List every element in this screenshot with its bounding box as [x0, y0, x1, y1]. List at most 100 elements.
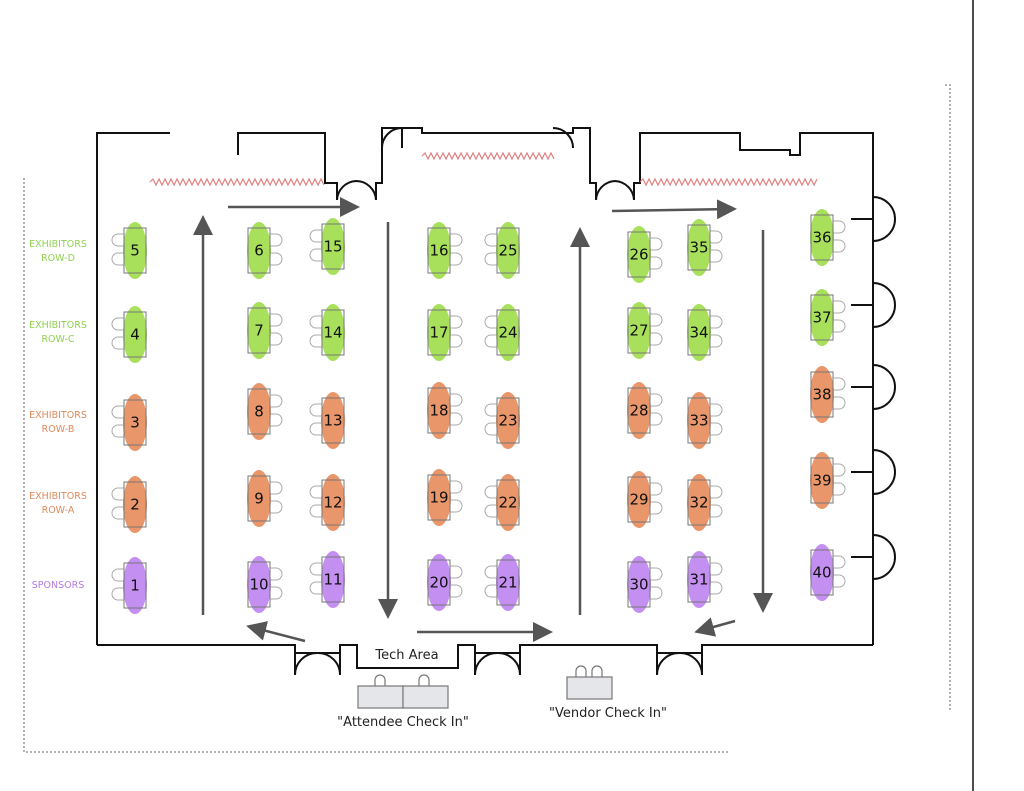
booth-table	[247, 388, 271, 435]
booth-24[interactable]: 24	[484, 304, 520, 361]
chair-icon	[309, 504, 322, 518]
booth-15[interactable]: 15	[309, 218, 345, 275]
booth-6[interactable]: 6	[247, 222, 283, 279]
booth-8[interactable]: 8	[247, 383, 283, 440]
booth-number: 14	[323, 324, 342, 342]
booth-highlight	[321, 392, 345, 449]
booth-34[interactable]: 34	[687, 304, 723, 361]
booth-highlight	[427, 469, 451, 526]
chair-icon	[450, 565, 463, 579]
chair-icon	[450, 334, 463, 348]
booth-40[interactable]: 40	[810, 544, 846, 601]
booth-13[interactable]: 13	[309, 392, 345, 449]
chair-icon	[111, 424, 124, 438]
door-icon	[872, 196, 896, 242]
chair-icon	[450, 584, 463, 598]
booth-5[interactable]: 5	[111, 222, 147, 279]
chair-icon	[650, 256, 663, 270]
booth-20[interactable]: 20	[427, 554, 463, 611]
chair-icon	[710, 562, 723, 576]
booth-25[interactable]: 25	[484, 222, 520, 279]
booth-highlight	[496, 304, 520, 361]
booth-22[interactable]: 22	[484, 474, 520, 531]
booth-table	[810, 294, 834, 341]
booth-38[interactable]: 38	[810, 366, 846, 423]
booth-table	[427, 559, 451, 606]
booth-highlight	[247, 383, 271, 440]
booth-18[interactable]: 18	[427, 382, 463, 439]
chair-icon	[484, 584, 497, 598]
chair-icon	[450, 315, 463, 329]
booth-30[interactable]: 30	[627, 556, 663, 613]
booth-number: 23	[498, 412, 517, 430]
booth-37[interactable]: 37	[810, 289, 846, 346]
door-icon	[872, 449, 896, 495]
chair-icon	[450, 480, 463, 494]
row-label-sub: ROW-A	[42, 505, 75, 516]
chair-icon	[650, 332, 663, 346]
chair-icon	[309, 581, 322, 595]
booth-highlight	[810, 289, 834, 346]
booth-9[interactable]: 9	[247, 470, 283, 527]
chair-icon	[270, 332, 283, 346]
booth-33[interactable]: 33	[687, 392, 723, 449]
row-label: EXHIBITORS	[29, 410, 87, 421]
booth-table	[496, 309, 520, 356]
booth-highlight	[687, 551, 711, 608]
booth-11[interactable]: 11	[309, 551, 345, 608]
booth-highlight	[247, 556, 271, 613]
booth-3[interactable]: 3	[111, 394, 147, 451]
chair-icon	[833, 319, 846, 333]
booth-36[interactable]: 36	[810, 209, 846, 266]
booth-table	[321, 479, 345, 526]
booth-16[interactable]: 16	[427, 222, 463, 279]
booth-31[interactable]: 31	[687, 551, 723, 608]
booth-number: 34	[689, 324, 708, 342]
booth-28[interactable]: 28	[627, 382, 663, 439]
booth-29[interactable]: 29	[627, 471, 663, 528]
booth-27[interactable]: 27	[627, 302, 663, 359]
booth-table	[496, 479, 520, 526]
chair-icon	[450, 499, 463, 513]
booth-39[interactable]: 39	[810, 452, 846, 509]
booth-2[interactable]: 2	[111, 476, 147, 533]
booth-32[interactable]: 32	[687, 474, 723, 531]
booth-23[interactable]: 23	[484, 392, 520, 449]
chair-icon	[111, 487, 124, 501]
booth-table	[123, 227, 147, 274]
booth-1[interactable]: 1	[111, 557, 147, 614]
booth-number: 19	[429, 489, 448, 507]
booth-highlight	[427, 382, 451, 439]
booth-number: 36	[812, 229, 831, 247]
booth-17[interactable]: 17	[427, 304, 463, 361]
booth-12[interactable]: 12	[309, 474, 345, 531]
booth-number: 18	[429, 402, 448, 420]
booth-4[interactable]: 4	[111, 306, 147, 363]
booth-highlight	[687, 219, 711, 276]
chair-icon	[833, 574, 846, 588]
booth-10[interactable]: 10	[247, 556, 283, 613]
booth-14[interactable]: 14	[309, 304, 345, 361]
booth-highlight	[321, 304, 345, 361]
booth-21[interactable]: 21	[484, 554, 520, 611]
booth-26[interactable]: 26	[627, 226, 663, 283]
chair-icon	[309, 315, 322, 329]
booth-table	[627, 561, 651, 608]
booth-number: 21	[498, 574, 517, 592]
chair-icon	[309, 562, 322, 576]
booth-highlight	[427, 304, 451, 361]
booth-number: 2	[130, 496, 140, 514]
booth-table	[247, 561, 271, 608]
booth-19[interactable]: 19	[427, 469, 463, 526]
booth-table	[123, 562, 147, 609]
booth-table	[627, 476, 651, 523]
chair-icon	[833, 555, 846, 569]
row-label-sub: ROW-D	[41, 253, 75, 264]
chair-icon	[111, 317, 124, 331]
booth-highlight	[627, 302, 651, 359]
chair-icon	[833, 463, 846, 477]
booth-35[interactable]: 35	[687, 219, 723, 276]
booth-7[interactable]: 7	[247, 302, 283, 359]
tech-area-label: Tech Area	[374, 648, 438, 663]
